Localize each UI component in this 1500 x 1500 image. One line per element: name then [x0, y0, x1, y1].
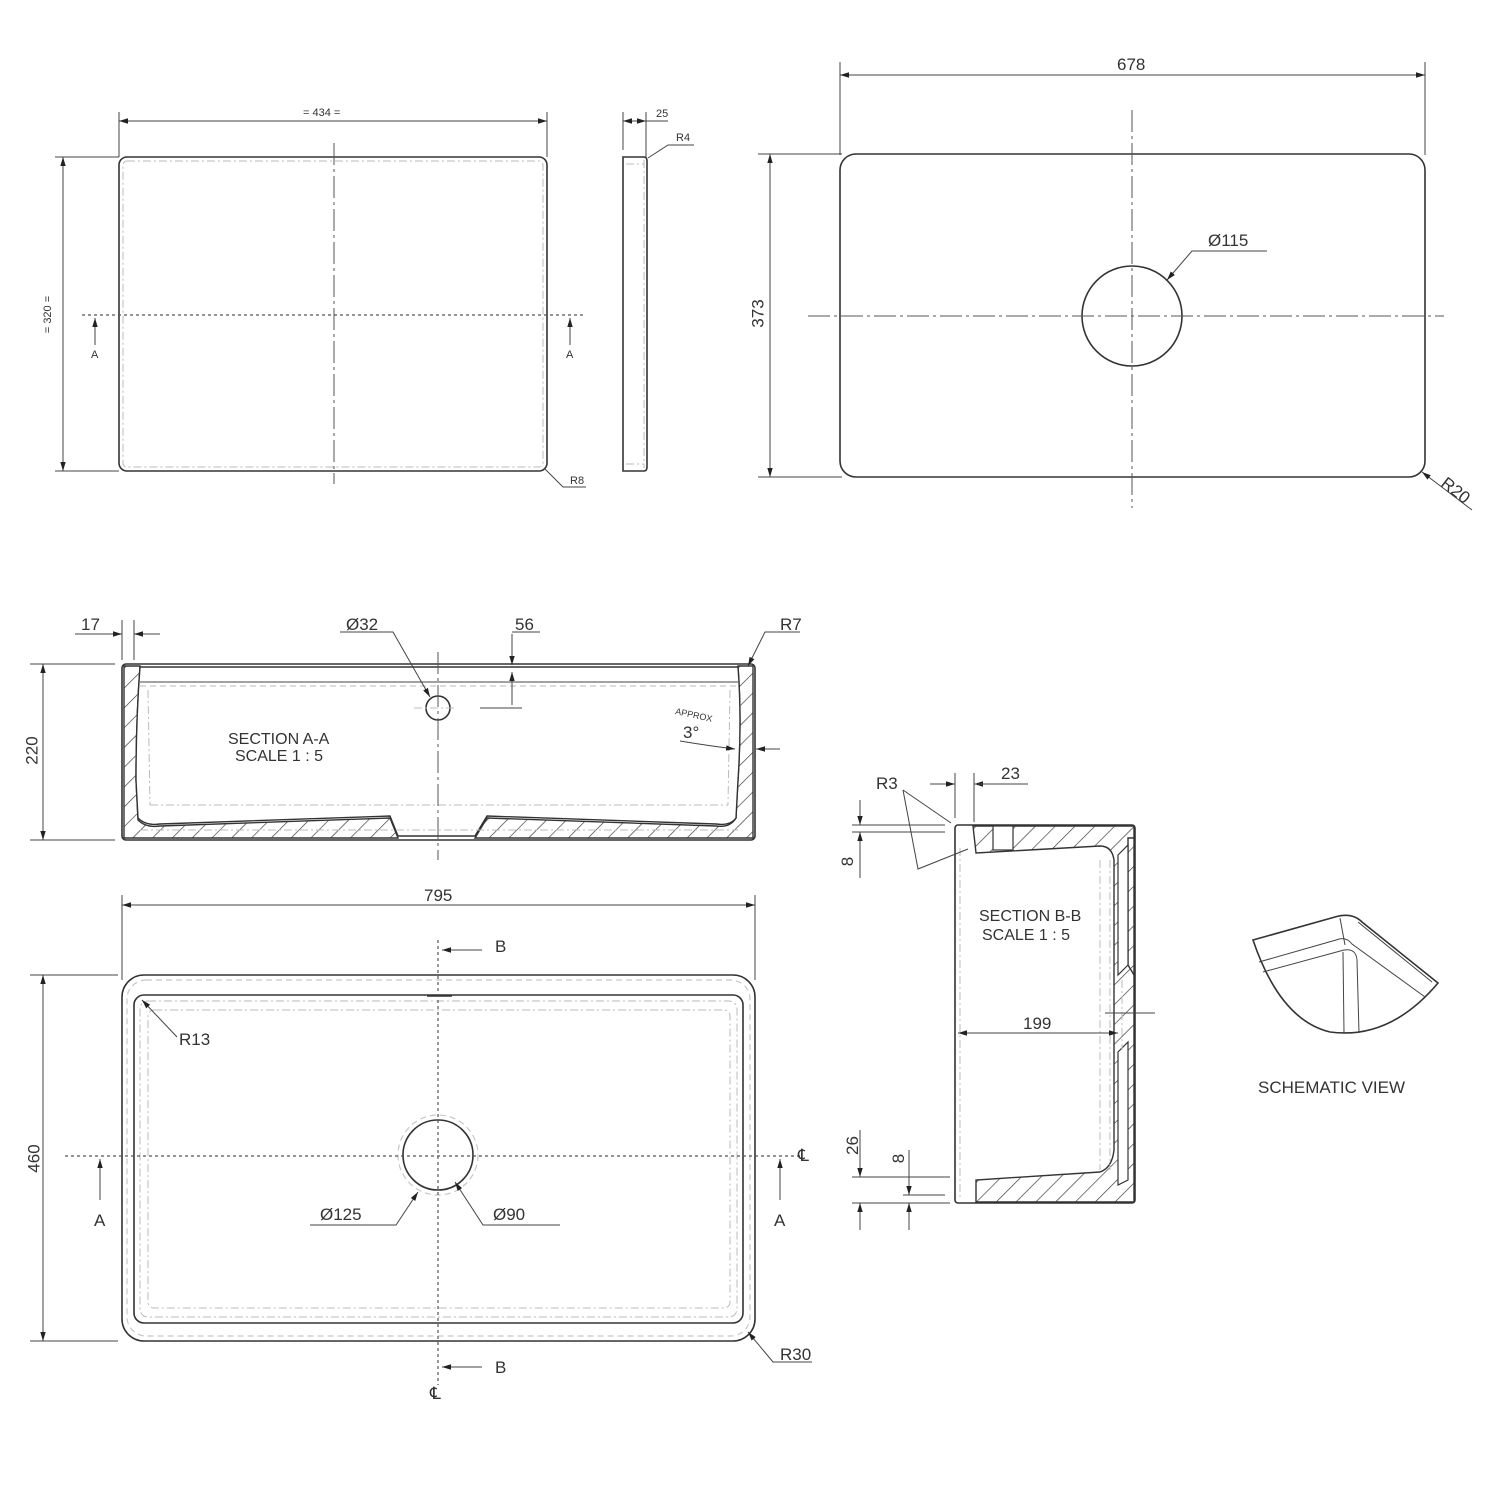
insert-top-view — [55, 112, 586, 488]
section-marker-a-plan-right: A — [774, 1211, 786, 1230]
section-aa-scale: SCALE 1 : 5 — [235, 748, 324, 765]
insert-width-dim: = 434 = — [303, 107, 341, 119]
section-aa-view — [30, 620, 800, 860]
section-marker-a-left: A — [91, 349, 99, 361]
bb-inner-width-dim: 199 — [1023, 1014, 1052, 1033]
sink-height-dim: 460 — [24, 1144, 44, 1173]
overflow-depth-dim: 56 — [515, 615, 534, 634]
bb-rim-dim: 23 — [1001, 764, 1020, 783]
section-marker-b-bottom: B — [495, 1358, 507, 1377]
bb-base-dim: 26 — [842, 1136, 862, 1155]
board-top-view — [758, 62, 1473, 511]
draft-angle: 3° — [683, 723, 700, 742]
sink-plan-view — [30, 895, 812, 1385]
insert-corner-radius: R8 — [570, 475, 585, 487]
insert-side-view — [622, 112, 694, 472]
insert-height-dim: = 320 = — [42, 295, 55, 334]
waste-inner-diameter: Ø90 — [493, 1205, 526, 1224]
outer-corner-radius: R30 — [780, 1345, 812, 1364]
bb-top-step-dim: 8 — [838, 856, 858, 867]
sink-width-dim: 795 — [424, 886, 453, 905]
section-marker-b-top: B — [495, 937, 507, 956]
schematic-view-title: SCHEMATIC VIEW — [1258, 1078, 1406, 1097]
schematic-view — [1251, 914, 1440, 1034]
section-bb-title: SECTION B-B — [979, 908, 1082, 925]
inner-corner-radius: R13 — [179, 1030, 211, 1049]
section-bb-view — [852, 773, 1155, 1230]
bb-bottom-step-dim: 8 — [889, 1153, 909, 1164]
wall-thickness-dim: 17 — [81, 615, 100, 634]
lip-radius: R7 — [780, 615, 802, 634]
board-height-dim: 373 — [748, 299, 768, 328]
section-marker-a-right: A — [566, 349, 574, 361]
bb-radius: R3 — [876, 774, 898, 793]
waste-outer-diameter: Ø125 — [320, 1205, 362, 1224]
overflow-diameter: Ø32 — [346, 615, 379, 634]
insert-thickness-dim: 25 — [656, 108, 669, 120]
section-aa-height-dim: 220 — [22, 736, 42, 765]
board-hole-diameter: Ø115 — [1208, 231, 1249, 250]
section-marker-a-plan-left: A — [94, 1211, 106, 1230]
board-width-dim: 678 — [1117, 55, 1146, 74]
section-aa-title: SECTION A-A — [228, 731, 330, 748]
centerline-symbol-right: ℄ — [798, 1146, 809, 1165]
insert-side-radius: R4 — [676, 132, 691, 144]
centerline-symbol-bottom: ℄ — [430, 1384, 441, 1403]
section-bb-scale: SCALE 1 : 5 — [982, 927, 1071, 944]
